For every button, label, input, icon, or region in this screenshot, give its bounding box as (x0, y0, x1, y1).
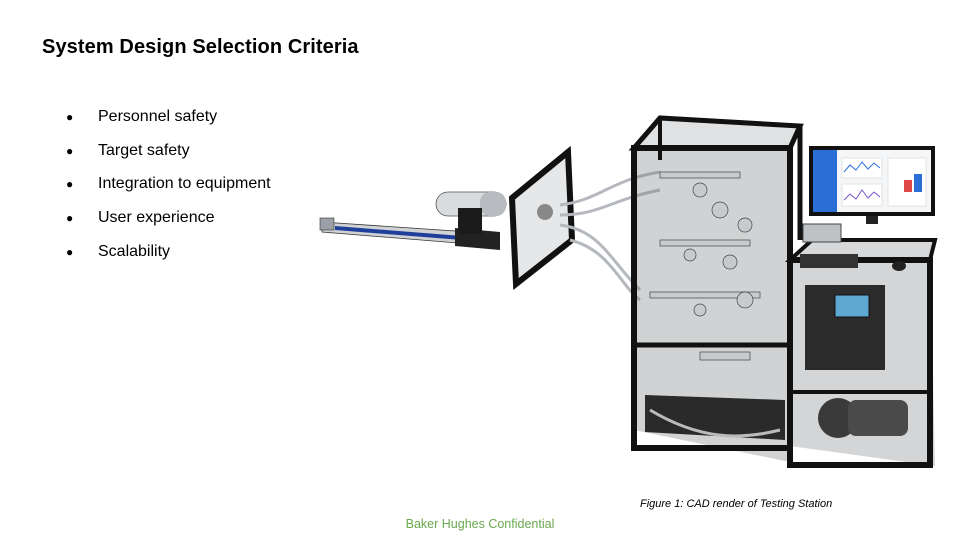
bullet-text: Target safety (98, 141, 190, 159)
list-item: ● User experience (66, 201, 271, 235)
bullet-icon: ● (66, 245, 74, 260)
list-item: ● Personnel safety (66, 100, 271, 134)
keyboard (800, 254, 858, 268)
bullet-text: Personnel safety (98, 107, 218, 125)
mounting-plate (508, 145, 576, 290)
bullet-text: Scalability (98, 243, 171, 261)
criteria-list: ● Personnel safety ● Target safety ● Integr… (66, 100, 271, 269)
bullet-text: User experience (98, 209, 215, 227)
list-item: ● Integration to equipment (66, 168, 271, 202)
monitor (809, 146, 935, 224)
bullet-icon: ● (66, 211, 74, 226)
bullet-icon: ● (66, 177, 74, 192)
figure-caption: Figure 1: CAD render of Testing Station (640, 498, 833, 510)
bullet-text: Integration to equipment (98, 175, 271, 193)
mouse (892, 261, 906, 271)
slide-title: System Design Selection Criteria (42, 36, 359, 58)
list-item: ● Target safety (66, 134, 271, 168)
equipment-bay (784, 238, 938, 468)
confidential-footer: Baker Hughes Confidential (405, 517, 555, 531)
testing-cabinet (628, 115, 804, 462)
bullet-icon: ● (66, 143, 74, 158)
valve-manifold (649, 171, 761, 361)
list-item: ● Scalability (66, 235, 271, 269)
cylinder-vessel (435, 191, 507, 234)
controller-box (802, 223, 842, 243)
bullet-icon: ● (66, 109, 74, 124)
cad-render-image (319, 115, 938, 468)
